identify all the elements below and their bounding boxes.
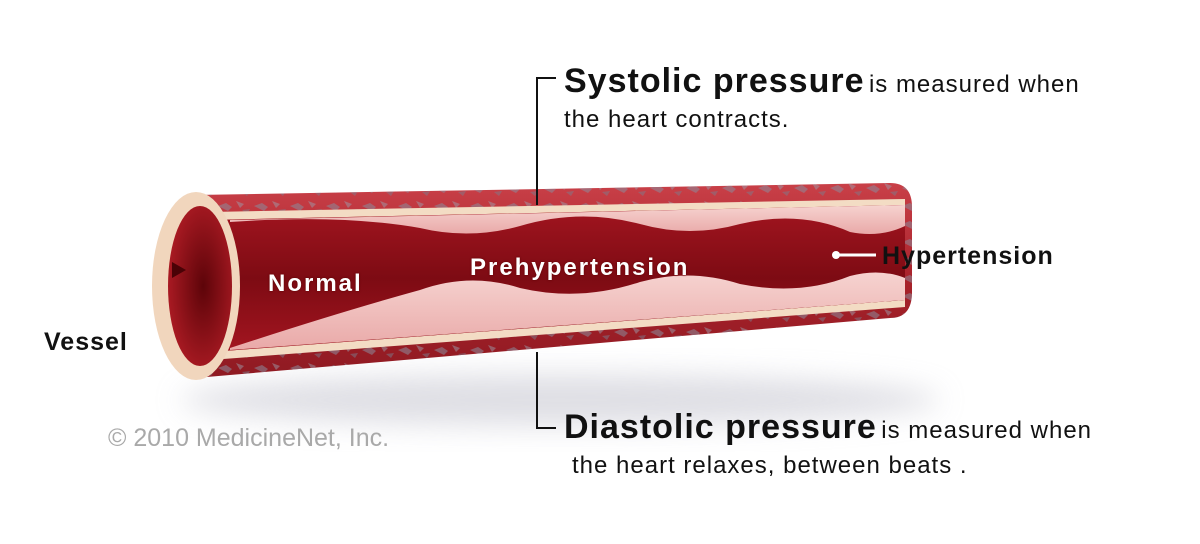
vessel-label: Vessel	[44, 328, 128, 357]
hypertension-label: Hypertension	[882, 242, 1054, 271]
diastolic-rest: is measured when	[881, 417, 1092, 444]
copyright-notice: © 2010 MedicineNet, Inc.	[108, 424, 389, 453]
systolic-callout: Systolic pressure is measured when	[564, 62, 1080, 101]
systolic-title: Systolic pressure	[564, 62, 864, 100]
systolic-callout-line	[537, 78, 556, 205]
systolic-rest: is measured when	[869, 71, 1080, 98]
hypertension-pointer-dot	[832, 251, 840, 259]
prehypertension-label: Prehypertension	[470, 254, 689, 282]
vessel-opening	[168, 206, 232, 366]
diastolic-line2: the heart relaxes, between beats .	[572, 452, 968, 480]
diastolic-title: Diastolic pressure	[564, 408, 877, 446]
diastolic-callout: Diastolic pressure is measured when	[564, 408, 1092, 447]
systolic-line2: the heart contracts.	[564, 106, 789, 134]
normal-label: Normal	[268, 270, 363, 298]
